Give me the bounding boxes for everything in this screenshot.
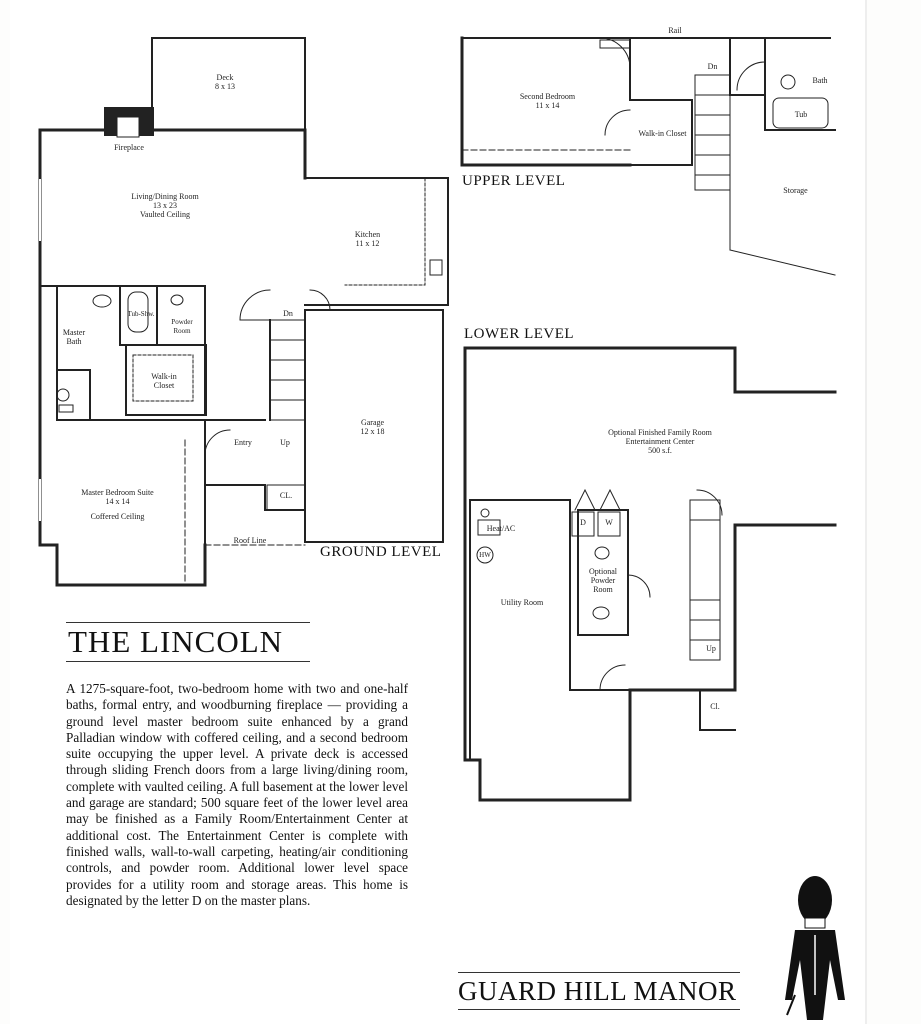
tub-shower-label: Tub-Shw. (127, 310, 155, 318)
document-sheet (10, 0, 865, 1024)
lower-up-label: Up (706, 644, 716, 653)
master-bath-label: Master Bath (62, 328, 86, 346)
storage-label: Storage (783, 186, 808, 195)
upper-level-caption: UPPER LEVEL (462, 173, 566, 189)
royal-guard-illustration (785, 876, 845, 1020)
hw-label: HW (479, 551, 491, 559)
ground-closet-label: CL. (279, 491, 293, 500)
powder-room-label: Powder Room (171, 318, 193, 335)
upper-dn-label: Dn (707, 62, 718, 71)
entry-label: Entry (234, 438, 252, 447)
optional-powder-label: Optional Powder Room (589, 567, 617, 594)
dryer-label: D (580, 518, 586, 527)
upper-tub-label: Tub (794, 110, 808, 119)
ground-level-caption: GROUND LEVEL (320, 544, 442, 560)
fireplace-label: Fireplace (114, 143, 144, 152)
plan-title: THE LINCOLN (66, 622, 310, 662)
brand-wordmark: GUARD HILL MANOR (458, 972, 740, 1010)
upper-bath-label: Bath (812, 76, 828, 85)
ground-dn-label: Dn (283, 309, 293, 318)
rail-label: Rail (668, 26, 682, 35)
walkin-closet-label: Walk-in Closet (151, 372, 177, 390)
washer-label: W (605, 518, 613, 527)
lower-closet-label: Cl. (710, 702, 720, 711)
utility-room-label: Utility Room (500, 598, 544, 607)
heat-ac-label: Heat/AC (486, 524, 516, 533)
plan-description: A 1275-square-foot, two-bedroom home wit… (66, 681, 408, 908)
ground-up-label: Up (280, 438, 290, 447)
lower-level-caption: LOWER LEVEL (464, 326, 575, 342)
deck-outline (151, 37, 306, 131)
roof-line-label: Roof Line (233, 536, 267, 545)
upper-walkin-closet-label: Walk-in Closet (638, 129, 687, 138)
